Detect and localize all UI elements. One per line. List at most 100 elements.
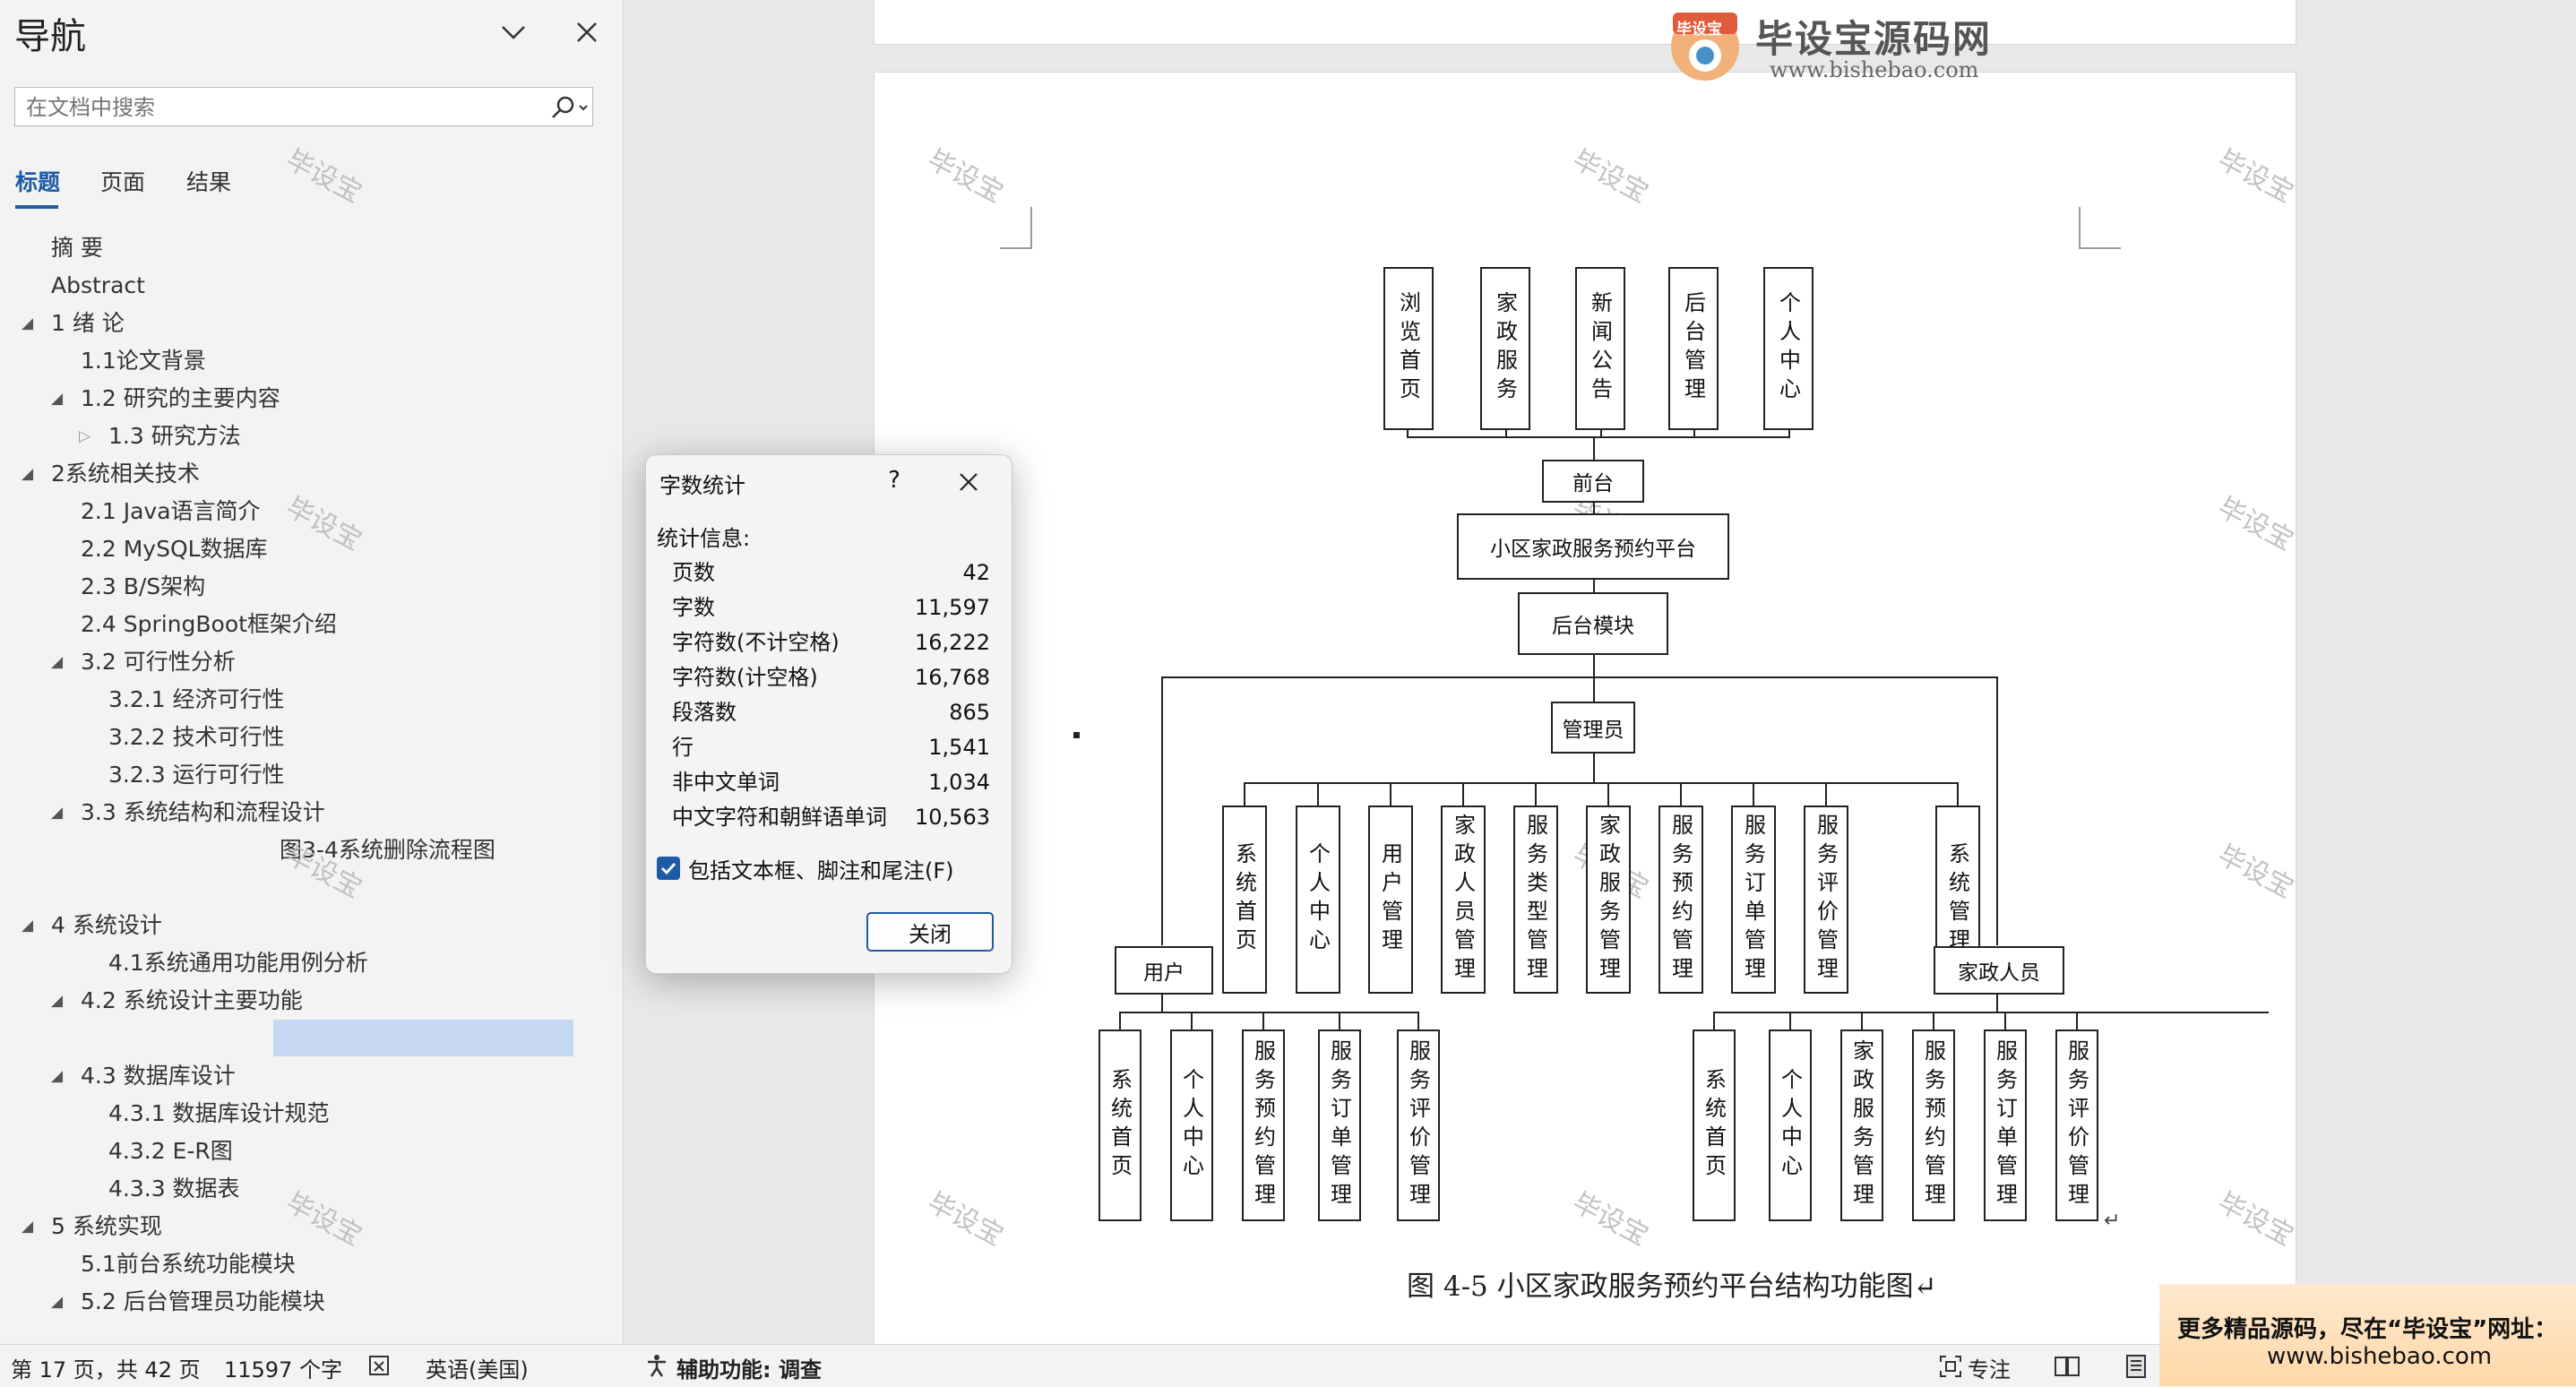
tree-item[interactable]: 2.1 Java语言简介 (81, 498, 261, 524)
focus-icon[interactable] (1938, 1354, 1963, 1379)
proofing-icon[interactable] (367, 1354, 394, 1377)
expand-arrow-icon[interactable]: ◢ (22, 465, 34, 483)
tree-item[interactable]: 5.1前台系统功能模块 (81, 1251, 296, 1277)
tree-item[interactable]: 3.3 系统结构和流程设计 (81, 799, 325, 825)
tree-item[interactable]: 4.2 系统设计主要功能 (81, 987, 303, 1013)
promo-banner[interactable]: 更多精品源码，尽在“毕设宝”网址： www.bishebao.com (2159, 1284, 2576, 1386)
status-bar: 第 17 页，共 42 页 11597 个字 英语(美国) 辅助功能: 调查 专… (0, 1344, 2576, 1387)
connector-line (1713, 1012, 2269, 1013)
stat-row: 字符数(不计空格) 16,222 (672, 626, 990, 659)
tree-item[interactable]: 4.1系统通用功能用例分析 (108, 950, 368, 976)
close-icon[interactable] (951, 464, 986, 500)
tree-item[interactable]: 4 系统设计 (51, 912, 162, 938)
tree-item[interactable]: 图3-4系统删除流程图 (280, 837, 495, 863)
tree-item[interactable]: 3.2.1 经济可行性 (108, 686, 285, 712)
include-footnotes-checkbox[interactable] (657, 857, 680, 880)
stat-row: 字符数(计空格) 16,768 (672, 661, 990, 694)
site-logo: 毕设宝 毕设宝源码网 www.bishebao.com (1660, 4, 2001, 84)
accessibility-icon[interactable] (643, 1352, 670, 1379)
tree-item[interactable]: 2.2 MySQL数据库 (81, 536, 268, 562)
tree-item[interactable]: 4.3.1 数据库设计规范 (108, 1100, 330, 1126)
connector-line (1191, 1012, 1193, 1031)
read-mode-icon[interactable] (2054, 1354, 2081, 1379)
stat-row: 非中文单词 1,034 (672, 766, 990, 798)
margin-corner-mark (1000, 207, 1032, 249)
search-icon[interactable] (546, 93, 590, 122)
diagram-box-admin-module: 服务类型管理 (1513, 805, 1558, 994)
diagram-box-user-module: 系统首页 (1098, 1029, 1142, 1221)
expand-arrow-icon[interactable]: ◢ (51, 992, 64, 1010)
tree-item[interactable]: 1 绪 论 (51, 310, 125, 336)
promo-text: 更多精品源码，尽在“毕设宝”网址： (2177, 1316, 2558, 1343)
expand-arrow-icon[interactable]: ◢ (51, 804, 64, 822)
tree-item[interactable]: 1.3 研究方法 (108, 423, 241, 449)
tree-item[interactable]: 1.2 研究的主要内容 (81, 385, 280, 411)
accessibility-status[interactable]: 辅助功能: 调查 (676, 1357, 822, 1383)
stat-value: 16,768 (915, 665, 990, 690)
diagram-box-admin-module: 家政服务管理 (1586, 805, 1631, 994)
tree-item[interactable]: 1.1论文背景 (81, 348, 206, 374)
stat-value: 10,563 (915, 805, 990, 830)
connector-line (1825, 782, 1827, 807)
checkbox-label[interactable]: 包括文本框、脚注和尾注(F) (688, 858, 954, 883)
tree-item[interactable]: 4.3 数据库设计 (81, 1063, 236, 1089)
tree-item[interactable]: Abstract (51, 272, 145, 298)
tree-item[interactable]: 2系统相关技术 (51, 461, 200, 487)
stat-label: 页数 (672, 560, 715, 585)
word-count[interactable]: 11597 个字 (224, 1357, 342, 1383)
connector-line (2076, 1012, 2078, 1031)
expand-arrow-icon[interactable]: ◢ (22, 917, 34, 935)
chevron-down-icon[interactable] (495, 18, 531, 48)
focus-mode-button[interactable]: 专注 (1968, 1357, 2011, 1383)
tab-pages[interactable]: 页面 (100, 169, 146, 195)
connector-line (1593, 753, 1595, 783)
close-icon[interactable] (571, 16, 603, 48)
connector-line (1339, 1012, 1340, 1031)
language-indicator[interactable]: 英语(美国) (426, 1357, 529, 1383)
tab-results[interactable]: 结果 (186, 169, 232, 195)
help-button[interactable]: ? (888, 467, 900, 494)
tree-item[interactable]: 2.3 B/S架构 (81, 573, 206, 599)
tree-item[interactable]: 5 系统实现 (51, 1213, 162, 1239)
connector-line (1535, 782, 1537, 807)
tree-item[interactable]: 3.2 可行性分析 (81, 649, 236, 675)
tree-item[interactable]: 4.3.3 数据表 (108, 1176, 240, 1202)
diagram-box-admin-module: 系统管理 (1935, 805, 1980, 994)
tree-item[interactable]: 2.4 SpringBoot框架介绍 (81, 611, 337, 637)
nav-title: 导航 (14, 16, 86, 57)
diagram-box-frontend-module: 家政服务 (1480, 267, 1530, 430)
tree-item[interactable]: 3.2.2 技术可行性 (108, 724, 285, 750)
tree-item[interactable]: 3.2.3 运行可行性 (108, 762, 285, 788)
expand-arrow-icon[interactable]: ◢ (22, 1218, 34, 1236)
tree-item[interactable]: 5.2 后台管理员功能模块 (81, 1288, 325, 1314)
expand-arrow-icon[interactable]: ◢ (51, 390, 64, 408)
connector-line (1680, 782, 1682, 807)
connector-line (1417, 1012, 1419, 1031)
tab-headings[interactable]: 标题 (15, 169, 61, 195)
connector-line (1789, 1012, 1791, 1031)
stat-value: 11,597 (915, 595, 990, 620)
promo-url[interactable]: www.bishebao.com (2267, 1343, 2493, 1370)
connector-line (1593, 436, 1595, 461)
expand-arrow-icon[interactable]: ◢ (51, 1293, 64, 1311)
diagram-box-frontend-module: 浏览首页 (1383, 267, 1434, 430)
diagram-box-staff-module: 家政服务管理 (1840, 1029, 1883, 1221)
document-canvas[interactable]: 毕设宝 毕设宝源码网 www.bishebao.com 毕设宝 毕设宝 毕设宝 … (624, 0, 2576, 1344)
watermark: 毕设宝 (280, 1186, 367, 1253)
tree-item[interactable]: 摘 要 (51, 235, 103, 261)
margin-corner-mark (2079, 207, 2121, 249)
navigation-pane: 导航 标题 页面 结果 摘 要 Abstract ◢ 1 绪 论 1.1论文背景… (0, 0, 624, 1344)
page-count[interactable]: 第 17 页，共 42 页 (11, 1357, 201, 1383)
watermark: 毕设宝 (280, 143, 367, 210)
connector-line (1861, 1012, 1863, 1031)
search-input[interactable] (24, 93, 538, 122)
checkmark-icon (660, 862, 676, 875)
expand-arrow-icon[interactable]: ◢ (22, 314, 34, 332)
tree-item[interactable]: 4.3.2 E-R图 (108, 1138, 233, 1164)
expand-arrow-icon[interactable]: ◢ (51, 1067, 64, 1085)
close-button[interactable]: 关闭 (866, 912, 994, 952)
expand-arrow-icon[interactable]: ◢ (51, 653, 64, 671)
collapsed-arrow-icon[interactable]: ▷ (79, 427, 91, 445)
print-layout-icon[interactable] (2124, 1354, 2149, 1379)
connector-line (1262, 1012, 1264, 1031)
